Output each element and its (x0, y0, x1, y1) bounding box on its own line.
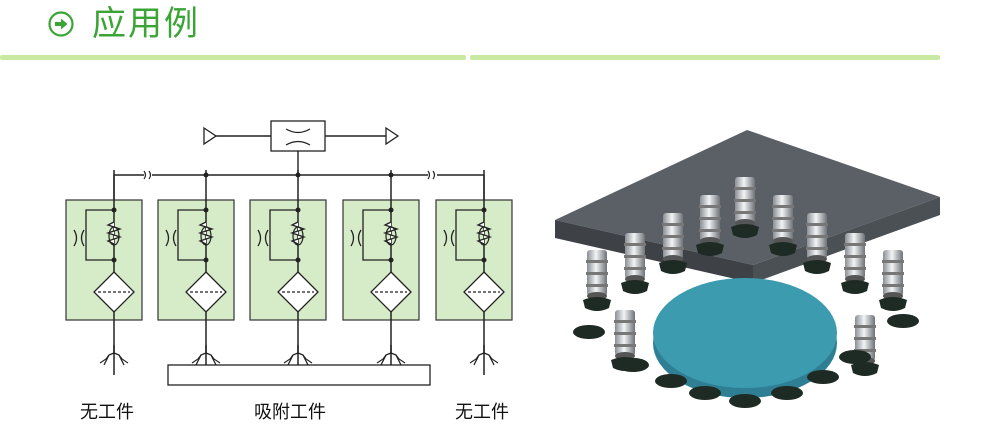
valve-unit-1 (65, 169, 143, 376)
page-header: 应用例 (0, 0, 1000, 70)
page-title: 应用例 (92, 4, 200, 44)
valve-unit-5 (435, 169, 513, 376)
vacuum-circuit-diagram (65, 120, 513, 386)
title-divider-left (0, 55, 466, 60)
label-no-workpiece-left: 无工件 (80, 402, 134, 423)
valve-unit-3 (249, 169, 327, 376)
workpiece (167, 364, 431, 386)
label-adsorbed-workpiece: 吸附工件 (254, 402, 326, 423)
title-divider-right (470, 55, 940, 60)
valve-unit-4 (342, 169, 420, 376)
vacuum-gripper-array-image (555, 130, 940, 408)
valve-unit-2 (157, 169, 235, 376)
arrow-right-circle-icon (48, 11, 74, 37)
label-no-workpiece-right: 无工件 (455, 402, 509, 423)
